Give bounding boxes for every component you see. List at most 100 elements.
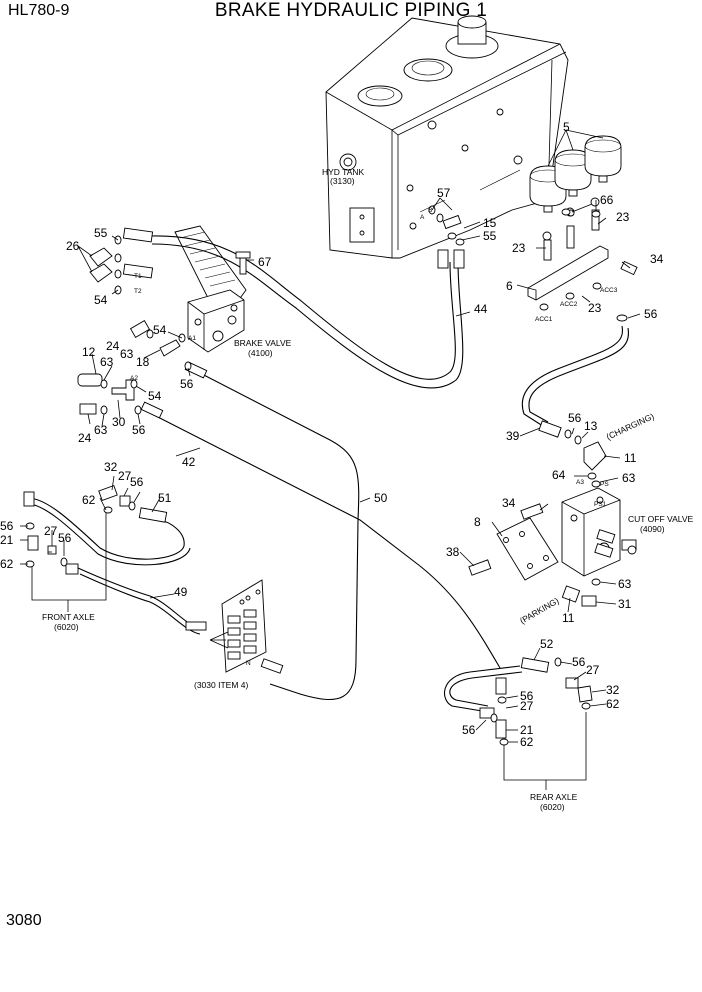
brake-valve-label: BRAKE VALVE: [234, 338, 292, 348]
part-callout: 63: [94, 423, 108, 437]
o-rings: [25, 205, 628, 746]
part-callout: 56: [572, 655, 586, 669]
part-callout: 54: [148, 389, 162, 403]
part-callout: 57: [437, 186, 451, 200]
rear-axle-code: (6020): [540, 802, 565, 812]
part-callout: 23: [588, 301, 602, 315]
part-callout: 54: [153, 323, 167, 337]
part-callout: 13: [584, 419, 598, 433]
block-reference-label: (3030 ITEM 4): [194, 680, 248, 690]
part-callout: 27: [118, 469, 132, 483]
front-axle-label: FRONT AXLE: [42, 612, 95, 622]
part-callout: 32: [606, 683, 620, 697]
part-callout: 27: [586, 663, 600, 677]
part-callout: 62: [82, 493, 96, 507]
part-callout: 31: [618, 597, 632, 611]
part-callout: 5: [563, 120, 570, 134]
part-callout: 62: [0, 557, 14, 571]
cut-off-valve: [468, 487, 637, 581]
part-callout: 63: [622, 471, 636, 485]
brake-valve-code: (4100): [248, 348, 273, 358]
parking-label: (PARKING): [518, 595, 561, 625]
part-callout: 63: [100, 355, 114, 369]
accumulator-bracket: [516, 197, 638, 311]
part-callout: 56: [0, 519, 14, 533]
part-callout: 32: [104, 460, 118, 474]
part-callout: 44: [474, 302, 488, 316]
part-callout: 11: [562, 611, 575, 625]
part-callout: 24: [106, 339, 120, 353]
part-callout: 56: [462, 723, 476, 737]
part-callout: 66: [600, 193, 614, 207]
part-callout: 54: [94, 293, 108, 307]
part-callout: 56: [132, 423, 146, 437]
model-code: HL780-9: [8, 2, 70, 19]
part-callout: 27: [520, 699, 534, 713]
port-label: ACC3: [600, 287, 618, 294]
part-callout: 18: [136, 355, 150, 369]
part-callout: 56: [568, 411, 582, 425]
part-callout: 26: [66, 239, 80, 253]
part-callout: 56: [180, 377, 194, 391]
part-callout: 42: [182, 455, 196, 469]
part-callout: 11: [624, 451, 637, 465]
part-callout: 63: [120, 347, 134, 361]
leader-lines: [20, 197, 641, 743]
part-callout: 67: [258, 255, 272, 269]
part-callout: 62: [606, 697, 620, 711]
part-callout: 34: [502, 496, 516, 510]
part-callout: 62: [520, 735, 534, 749]
part-callout: 12: [82, 345, 96, 359]
hydraulic-tank: [325, 15, 569, 259]
part-callout: 6: [506, 279, 513, 293]
charging-label: (CHARGING): [605, 411, 656, 442]
port-label: A1: [188, 335, 196, 342]
brake-valve: [174, 225, 247, 353]
part-callout: 56: [644, 307, 658, 321]
cut-off-valve-label: CUT OFF VALVE: [628, 514, 694, 524]
part-callout: 27: [44, 524, 58, 538]
port-label: T2: [134, 288, 142, 295]
part-callout: 56: [520, 689, 534, 703]
part-callout: 15: [483, 216, 497, 230]
pipes: [27, 235, 629, 790]
part-callout: 23: [512, 241, 526, 255]
port-label: T1: [134, 273, 142, 280]
part-callout: 51: [158, 491, 172, 505]
port-label: B: [428, 207, 432, 214]
cut-off-valve-code: (4090): [640, 524, 665, 534]
part-callout: 21: [0, 533, 14, 547]
part-callout: 21: [520, 723, 534, 737]
part-callout: 56: [58, 531, 72, 545]
port-label: PS1: [594, 501, 607, 508]
hyd-tank-label: HYD TANK: [322, 167, 365, 177]
part-callout: 39: [506, 429, 520, 443]
part-callout: 49: [174, 585, 188, 599]
part-callout: 64: [552, 468, 566, 482]
port-label: A2: [130, 375, 138, 382]
part-callouts: 5 57 66 15 55 23 23 34 6 23 56 44 55 26 …: [0, 120, 664, 749]
page-number: 3080: [6, 912, 42, 929]
rear-axle-label: REAR AXLE: [530, 792, 578, 802]
port-label: A3: [576, 479, 584, 486]
part-callout: 24: [78, 431, 92, 445]
hyd-tank-code: (3130): [330, 176, 355, 186]
part-callout: 52: [540, 637, 554, 651]
part-callout: 55: [483, 229, 497, 243]
part-callout: 63: [618, 577, 632, 591]
accumulators: [529, 129, 622, 213]
front-axle-code: (6020): [54, 622, 79, 632]
fittings: [23, 214, 607, 739]
part-callout: 56: [130, 475, 144, 489]
port-labels: T1 T2 A1 A2 A B ACC1 ACC2 ACC3 A3 PS PS1…: [130, 207, 618, 667]
port-label: N: [246, 660, 251, 667]
part-callout: 8: [474, 515, 481, 529]
part-callout: 55: [94, 226, 108, 240]
part-callout: 30: [112, 415, 126, 429]
port-label: ACC1: [535, 316, 553, 323]
part-callout: 34: [650, 252, 664, 266]
part-callout: 23: [616, 210, 630, 224]
diagram-title: BRAKE HYDRAULIC PIPING 1: [214, 0, 488, 21]
port-label: ACC2: [560, 301, 578, 308]
